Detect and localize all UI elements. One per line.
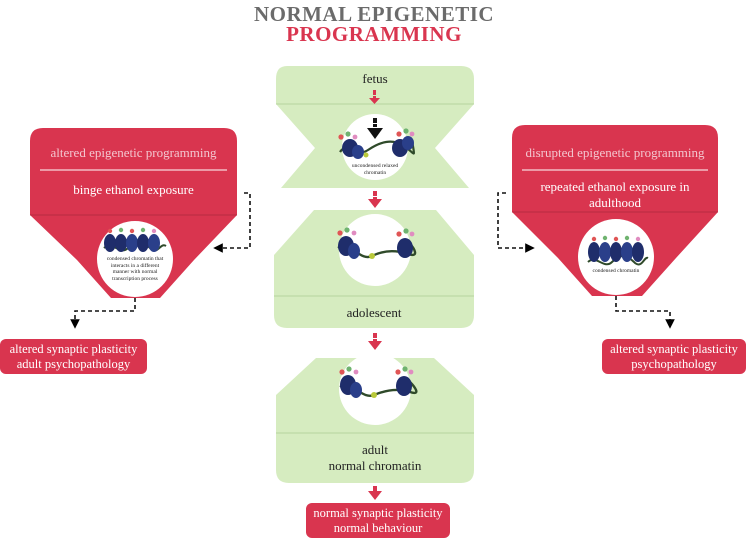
- red-arrow-adult-to-outcome: [368, 486, 382, 500]
- right-panel-header: disrupted epigenetic programming: [525, 145, 705, 160]
- right-panel-exposure-line1: repeated ethanol exposure in: [540, 179, 690, 194]
- adult-chromatin-drawing: [339, 366, 418, 398]
- normal-outcome-line2: normal behaviour: [333, 521, 423, 535]
- left-outcome-line2: adult psychopathology: [16, 357, 131, 371]
- adolescent-label: adolescent: [346, 305, 402, 320]
- dashed-arrow-to-left-panel: [213, 192, 251, 253]
- dashed-arrow-to-right-panel: [497, 192, 535, 253]
- left-outcome-box: altered synaptic plasticity adult psycho…: [0, 339, 147, 374]
- dashed-arrow-left-panel-to-outcome: [70, 298, 136, 329]
- adolescent-chromatin-drawing: [337, 227, 417, 259]
- red-arrow-adolescent-to-adult: [368, 333, 382, 350]
- left-panel-header: altered epigenetic programming: [50, 145, 217, 160]
- left-outcome-line1: altered synaptic plasticity: [9, 342, 138, 356]
- right-red-panel: [512, 125, 718, 296]
- right-outcome-box: altered synaptic plasticity psychopathol…: [602, 339, 746, 374]
- normal-outcome-box: normal synaptic plasticity normal behavi…: [306, 503, 450, 538]
- adolescent-chromatin-circle: [339, 214, 411, 286]
- fetus-black-down-arrow: [367, 118, 383, 139]
- right-outcome-line1: altered synaptic plasticity: [610, 342, 738, 356]
- right-condensed-chromatin-drawing: [587, 235, 649, 266]
- fetus-chromatin-caption: uncondensed relaxed chromatin: [351, 163, 399, 176]
- fetus-label: fetus: [362, 71, 388, 86]
- red-arrow-fetus-to-adolescent: [368, 191, 382, 208]
- left-condensed-chromatin-drawing: [103, 227, 167, 252]
- right-chromatin-caption: condensed chromatin: [592, 268, 640, 274]
- diagram-title-line2: PROGRAMMING: [286, 22, 462, 46]
- fetus-chromatin-drawing: [338, 128, 416, 159]
- fetus-small-red-arrow: [369, 90, 380, 104]
- normal-chromatin-label: normal chromatin: [328, 458, 422, 473]
- left-chromatin-caption: condensed chromatin that interacts in a …: [106, 256, 164, 282]
- left-panel-exposure: binge ethanol exposure: [73, 182, 194, 197]
- normal-outcome-line1: normal synaptic plasticity: [313, 506, 443, 520]
- adult-label: adult: [362, 442, 388, 457]
- diagram-title-line1: NORMAL EPIGENETIC: [253, 2, 495, 26]
- right-outcome-line2: psychopathology: [631, 357, 717, 371]
- dashed-arrow-right-panel-to-outcome: [615, 296, 675, 329]
- right-panel-exposure-line2: adulthood: [589, 195, 641, 210]
